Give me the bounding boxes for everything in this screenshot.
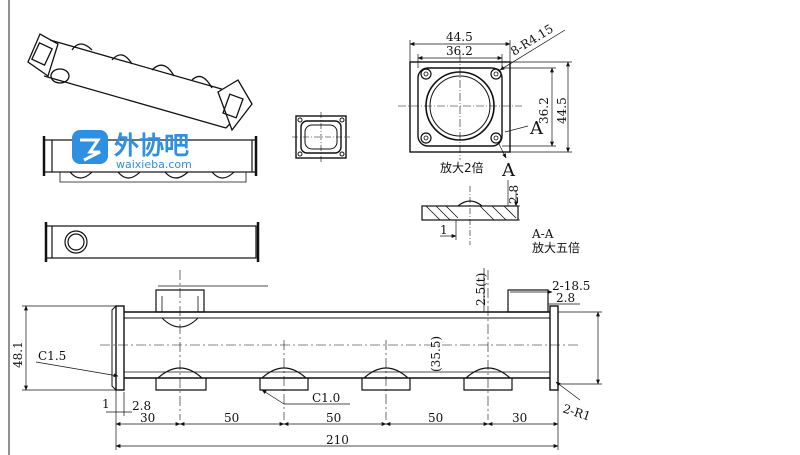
side-view-top bbox=[42, 136, 258, 183]
dim-end-left: 30 bbox=[140, 411, 155, 425]
dim-outer-height: 44.5 bbox=[555, 97, 569, 124]
main-view bbox=[22, 268, 602, 450]
dim-pitch-1: 50 bbox=[224, 411, 239, 425]
detail-scale-note: 放大2倍 bbox=[440, 160, 484, 175]
dim-end-right: 30 bbox=[512, 411, 527, 425]
dim-radius: 2-R1 bbox=[561, 402, 592, 424]
dim-pitch-2: 50 bbox=[326, 411, 341, 425]
dim-step-left: 1 bbox=[102, 397, 110, 411]
logo-icon-mark bbox=[80, 138, 101, 162]
dim-chamfer-bottom: C1.0 bbox=[312, 391, 340, 405]
dim-pitch-3: 50 bbox=[428, 411, 443, 425]
isometric-view bbox=[27, 33, 253, 132]
dim-height: 48.1 bbox=[11, 341, 25, 368]
dim-inner-height: 36.2 bbox=[537, 97, 551, 124]
dim-center: (35.5) bbox=[429, 336, 443, 372]
dim-total-length: 210 bbox=[326, 433, 349, 447]
dim-outer-width: 44.5 bbox=[446, 30, 473, 44]
dim-flange-left: 2.8 bbox=[132, 399, 151, 413]
small-flange-view bbox=[292, 112, 350, 162]
dim-flange-width: 2-18.5 bbox=[552, 279, 590, 293]
dim-chamfer-left: C1.5 bbox=[38, 349, 66, 363]
side-view-bottom bbox=[44, 222, 260, 262]
section-thickness: 2.8 bbox=[507, 185, 521, 204]
detail-flange-view bbox=[398, 29, 572, 160]
brand-logo: 外协吧 waixieba.com bbox=[72, 130, 192, 171]
dim-flange-thk: 2.8 bbox=[556, 291, 575, 305]
section-title: A-A bbox=[531, 227, 554, 241]
logo-icon bbox=[72, 130, 108, 164]
logo-domain: waixieba.com bbox=[116, 158, 192, 171]
logo-name: 外协吧 bbox=[114, 131, 189, 160]
section-aa-view bbox=[421, 180, 520, 245]
section-marker-a-lower: A bbox=[501, 160, 516, 181]
section-step: 1 bbox=[440, 223, 448, 237]
section-scale-note: 放大五倍 bbox=[532, 240, 580, 255]
dim-wall: 2.5(t) bbox=[474, 273, 488, 306]
section-marker-a: A bbox=[529, 118, 544, 139]
dim-inner-width: 36.2 bbox=[446, 44, 473, 58]
